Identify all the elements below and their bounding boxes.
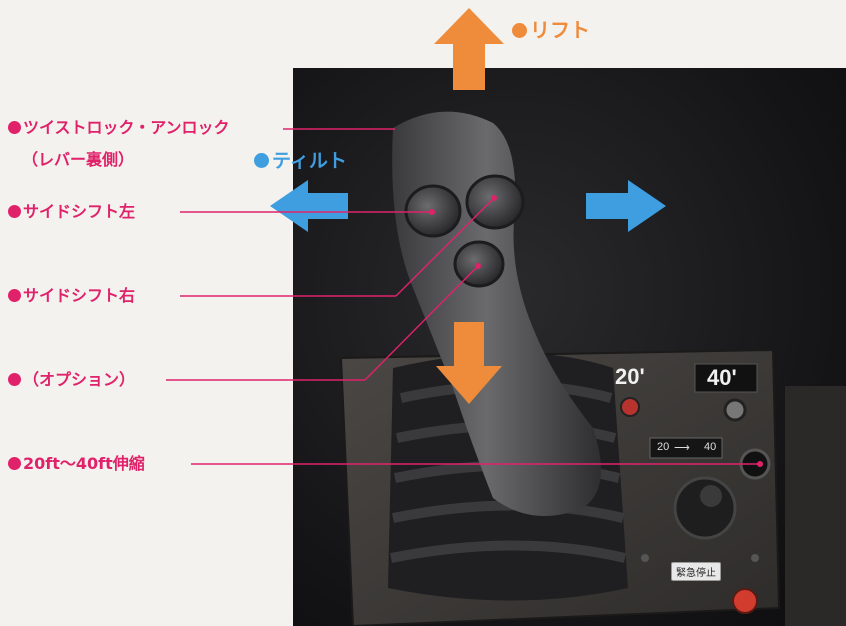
red-stop-button (732, 588, 758, 614)
size-40-label: 40' (707, 365, 737, 390)
right-arrow (586, 180, 666, 232)
callout-twistlock-note: （レバー裏側） (22, 150, 135, 169)
bullet-icon (8, 205, 21, 218)
side-unit (785, 386, 846, 626)
lift-label: リフト (512, 14, 590, 43)
switch-arrow: ⟶ (674, 442, 690, 454)
callout-option: （オプション） (8, 370, 135, 390)
callout-sideshift-left: サイドシフト左 (8, 202, 135, 222)
bullet-icon (8, 457, 21, 470)
left-arrow (270, 180, 348, 232)
size-40-plate (694, 363, 758, 393)
switch-plate (649, 437, 723, 459)
emergency-stop-label: 緊急停止 (671, 562, 721, 581)
toggle-switch (723, 398, 747, 422)
joystick-scene (339, 111, 846, 626)
joystick-photo: 20' 40' 20 40 ⟶ 緊急停止 (293, 68, 846, 626)
bullet-icon (8, 289, 21, 302)
callout-sideshift-right: サイドシフト右 (8, 286, 135, 306)
lift-up-arrow (434, 8, 504, 90)
lower-down-arrow (436, 322, 502, 404)
callout-twistlock: ツイストロック・アンロック (8, 118, 230, 138)
size-20-label: 20' (615, 364, 645, 389)
switch-40-label: 40 (704, 441, 717, 453)
lift-dot-icon (512, 23, 527, 38)
bullet-icon (8, 121, 21, 134)
bullet-icon (8, 373, 21, 386)
callout-lines (166, 128, 760, 465)
switch-20-label: 20 (657, 441, 670, 453)
button-tilt (465, 174, 525, 230)
callout-telescope: 20ft〜40ft伸縮 (8, 454, 145, 474)
tilt-dot-icon (254, 153, 269, 168)
tilt-label: ティルト (254, 146, 347, 173)
red-lamp (620, 397, 640, 417)
mini-joystick-knob (700, 485, 722, 507)
